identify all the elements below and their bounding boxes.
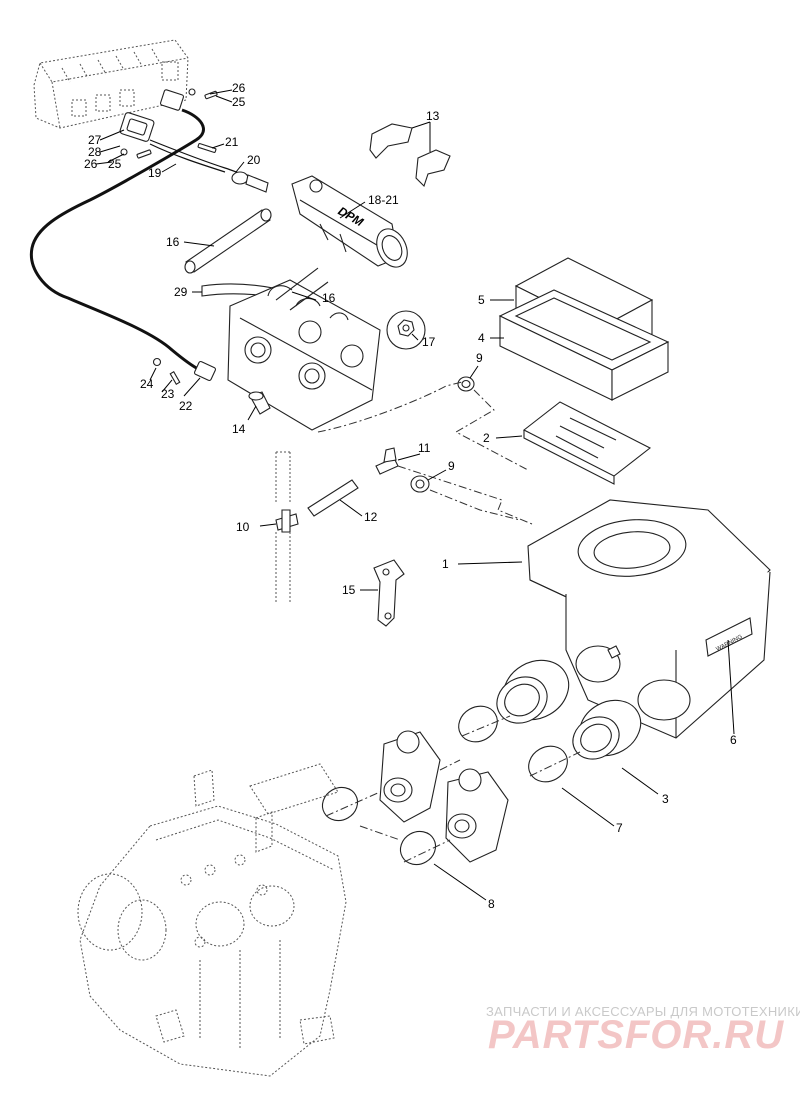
hose-clamps xyxy=(321,705,568,866)
engine-block xyxy=(77,763,347,1077)
callout-4: 4 xyxy=(478,331,485,345)
carburetors xyxy=(379,730,509,863)
callout-5: 5 xyxy=(478,293,485,307)
callout-22: 22 xyxy=(179,399,193,413)
callout-27: 27 xyxy=(88,133,102,147)
callout-24: 24 xyxy=(140,377,154,391)
callout-1: 1 xyxy=(442,557,449,571)
callout-29: 29 xyxy=(174,285,188,299)
callout-20: 20 xyxy=(247,153,261,167)
callout-28: 28 xyxy=(88,145,102,159)
watermark-brand: PARTSFOR.RU xyxy=(488,1013,784,1057)
callout-26-bottom: 26 xyxy=(84,157,98,171)
callout-8: 8 xyxy=(488,897,495,911)
hose-fittings xyxy=(275,376,475,602)
hose-clips xyxy=(369,123,451,188)
fuel-hose xyxy=(184,208,272,274)
airbox: WARNING xyxy=(527,499,771,739)
callout-25-top: 25 xyxy=(232,95,246,109)
mounting-bracket xyxy=(373,559,405,627)
watermark-tagline: ЗАПЧАСТИ И АКСЕССУАРЫ ДЛЯ МОТОТЕХНИКИ xyxy=(486,1004,800,1019)
callout-18-21: 18-21 xyxy=(368,193,399,207)
callout-16-left: 16 xyxy=(166,235,180,249)
callout-12: 12 xyxy=(364,510,378,524)
callout-23: 23 xyxy=(161,387,175,401)
nut-detail xyxy=(386,310,426,350)
callout-6: 6 xyxy=(730,733,737,747)
carburetor-bank xyxy=(227,267,381,431)
callout-25-bottom: 25 xyxy=(108,157,122,171)
harness-plug xyxy=(152,357,217,385)
callout-9-top: 9 xyxy=(476,351,483,365)
callout-16-right: 16 xyxy=(322,291,336,305)
callout-10: 10 xyxy=(236,520,250,534)
callout-17: 17 xyxy=(422,335,436,349)
intake-boots xyxy=(496,659,642,760)
throttle-sensor xyxy=(197,143,269,193)
callout-21: 21 xyxy=(225,135,239,149)
callout-13: 13 xyxy=(426,109,440,123)
throttle-body: DPM xyxy=(291,175,408,268)
callout-7: 7 xyxy=(616,821,623,835)
callout-11: 11 xyxy=(418,441,431,455)
callout-3: 3 xyxy=(662,792,669,806)
callout-26-top: 26 xyxy=(232,81,246,95)
baffle-plate xyxy=(522,401,652,485)
callout-9-bottom: 9 xyxy=(448,459,455,473)
grommet xyxy=(248,391,271,415)
callout-labels: 1 2 3 4 5 6 7 8 9 9 10 11 12 13 14 15 16… xyxy=(84,81,737,911)
assembly-lines xyxy=(317,381,581,863)
harness-connector xyxy=(119,88,218,159)
callout-14: 14 xyxy=(232,422,246,436)
callout-2: 2 xyxy=(483,431,490,445)
callout-19: 19 xyxy=(148,166,162,180)
leader-lines xyxy=(95,89,735,901)
filter-frame xyxy=(498,289,670,401)
watermark: ЗАПЧАСТИ И АКСЕССУАРЫ ДЛЯ МОТОТЕХНИКИ PA… xyxy=(486,1004,800,1057)
callout-15: 15 xyxy=(342,583,356,597)
control-module xyxy=(33,39,189,129)
